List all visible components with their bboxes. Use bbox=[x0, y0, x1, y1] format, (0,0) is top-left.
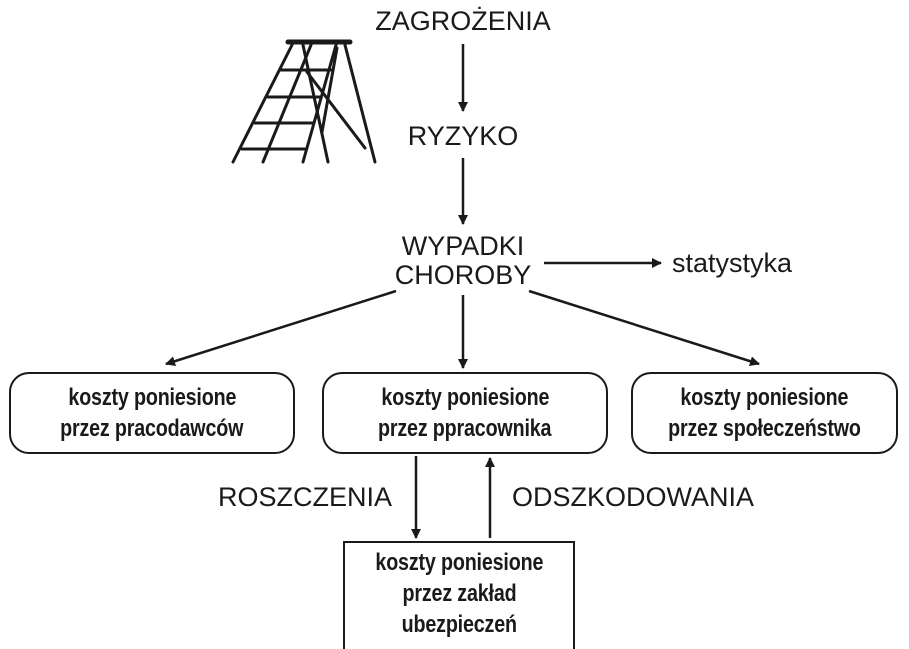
label-claims: ROSZCZENIA bbox=[218, 482, 393, 512]
box-insurer-costs: koszty poniesione przez zakład ubezpiecz… bbox=[343, 541, 575, 649]
box-employers-line1: koszty poniesione bbox=[68, 384, 236, 411]
arrow-to-society-costs bbox=[528, 289, 760, 367]
node-accidents: WYPADKI bbox=[401, 231, 525, 261]
label-compensation: ODSZKODOWANIA bbox=[512, 482, 755, 512]
box-employee-line1: koszty poniesione bbox=[381, 384, 549, 411]
box-employers-costs: koszty poniesione przez pracodawców bbox=[9, 372, 295, 454]
ladder-icon bbox=[231, 39, 377, 164]
box-employee-costs: koszty poniesione przez ppracownika bbox=[322, 372, 608, 454]
box-society-line1: koszty poniesione bbox=[680, 384, 849, 411]
box-employee-line2: przez ppracownika bbox=[378, 415, 552, 442]
box-insurer-line1: koszty poniesione bbox=[375, 549, 543, 576]
node-diseases: CHOROBY bbox=[394, 260, 532, 290]
node-statistics: statystyka bbox=[672, 248, 793, 278]
box-employers-line2: przez pracodawców bbox=[60, 415, 244, 442]
box-society-costs: koszty poniesione przez społeczeństwo bbox=[631, 372, 898, 454]
box-society-line2: przez społeczeństwo bbox=[668, 415, 861, 442]
arrow-to-employers-costs bbox=[165, 289, 397, 367]
box-insurer-line3: ubezpieczeń bbox=[401, 611, 517, 638]
node-hazards: ZAGROŻENIA bbox=[375, 6, 551, 36]
box-insurer-line2: przez zakład bbox=[402, 580, 516, 607]
node-risk: RYZYKO bbox=[407, 121, 519, 151]
